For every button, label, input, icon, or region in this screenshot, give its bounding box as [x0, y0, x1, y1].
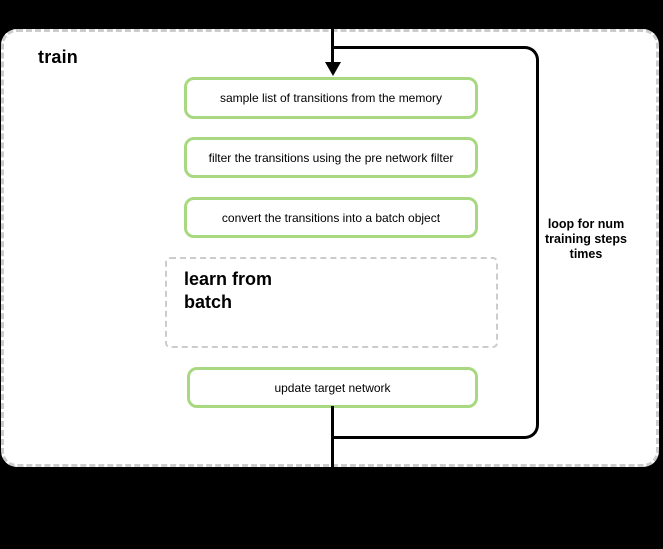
step-convert-to-batch: convert the transitions into a batch obj…: [184, 197, 478, 238]
step-update-target-network: update target network: [187, 367, 478, 408]
step-filter-transitions: filter the transitions using the pre net…: [184, 137, 478, 178]
train-container-label: train: [38, 47, 79, 67]
incoming-connector-line: [331, 0, 334, 64]
loop-annotation: loop for num training steps times: [545, 217, 627, 261]
loop-frame: [332, 46, 539, 439]
subprocess-learn-from-batch: learn from batch: [165, 257, 498, 348]
step-sample-transitions: sample list of transitions from the memo…: [184, 77, 478, 119]
arrow-down-icon: [325, 62, 341, 76]
outgoing-connector-line: [331, 406, 334, 470]
